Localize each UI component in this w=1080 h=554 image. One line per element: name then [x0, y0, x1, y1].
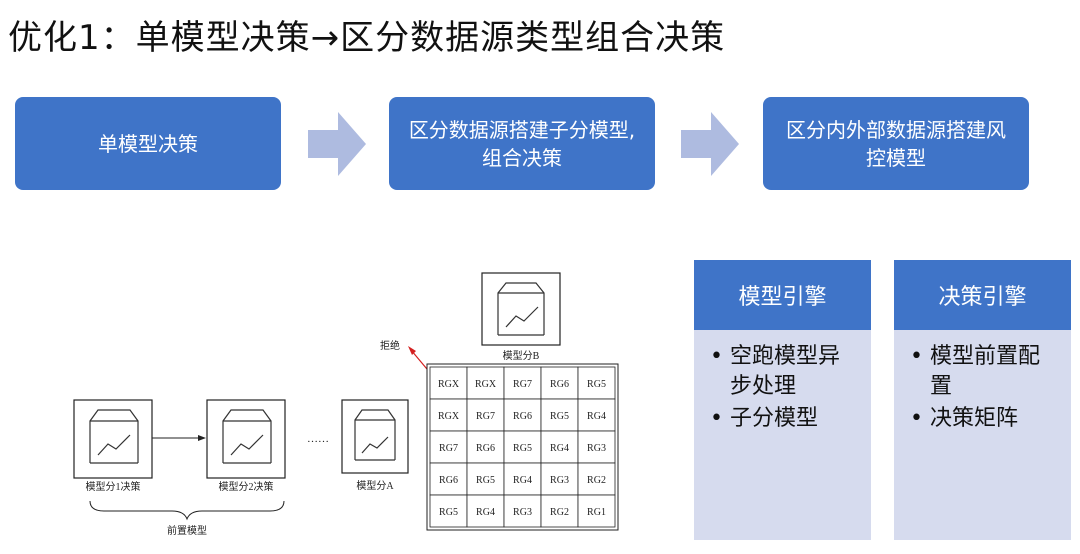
engine-item: 决策矩阵	[908, 404, 1057, 434]
model-box-a: 模型分A	[341, 399, 409, 492]
engine-title-model: 模型引擎	[738, 285, 827, 310]
flow-box-line: 控模型	[866, 145, 926, 170]
matrix-cell-label: RG6	[513, 411, 532, 422]
matrix-cell	[429, 366, 468, 400]
flow-box-line: 组合决策	[481, 145, 562, 170]
matrix-cell-label: RG4	[550, 443, 569, 454]
engine-item: 模型前置配置	[908, 342, 1057, 402]
matrix-cell	[577, 398, 616, 432]
matrix-cell-label: RG6	[439, 475, 458, 486]
engine-body-decision: 模型前置配置 决策矩阵	[894, 330, 1071, 540]
flow-box-line: 区分数据源搭建子分模型,	[408, 117, 636, 142]
matrix-cell-label: RG5	[513, 443, 532, 454]
engine-item: 子分模型	[708, 404, 857, 434]
matrix-cell-label: RGX	[438, 411, 460, 422]
model-box-1: 模型分1决策	[73, 399, 153, 493]
matrix-cell	[429, 398, 468, 432]
matrix-cell	[577, 494, 616, 528]
matrix-cell-label: RG4	[587, 411, 606, 422]
matrix-cell-label: RG2	[550, 507, 569, 518]
matrix-cell	[503, 398, 542, 432]
matrix-cell-label: RG5	[439, 507, 458, 518]
model-icon	[89, 409, 139, 464]
matrix-cell-label: RG6	[476, 443, 495, 454]
flow-arrow-2-icon	[681, 112, 739, 176]
model-b-label: 模型分B	[503, 349, 540, 362]
reject-label: 拒绝	[380, 339, 400, 352]
matrix-cell	[540, 430, 579, 464]
matrix-cell-label: RG4	[476, 507, 495, 518]
matrix-cell	[540, 398, 579, 432]
matrix-cell	[540, 462, 579, 496]
matrix-cell-label: RG6	[550, 379, 569, 390]
matrix-cell	[466, 494, 505, 528]
matrix-cell-label: RG3	[587, 443, 606, 454]
pre-models-brace	[89, 500, 285, 521]
flow-arrow-1-icon	[308, 112, 366, 176]
flow-box-line: 区分内外部数据源搭建风	[786, 117, 1006, 142]
matrix-cell-label: RG4	[513, 475, 532, 486]
page-title: 优化1：单模型决策→区分数据源类型组合决策	[8, 18, 726, 58]
matrix-cell-label: RG7	[439, 443, 458, 454]
pre-models-label: 前置模型	[167, 524, 207, 537]
model-2-label: 模型分2决策	[219, 480, 274, 493]
matrix-cell-label: RG3	[550, 475, 569, 486]
flow-box-line: 单模型决策	[98, 131, 198, 156]
reject-arrowhead	[408, 346, 416, 355]
matrix-cell-label: RG1	[587, 507, 606, 518]
matrix-cell-label: RGX	[475, 379, 497, 390]
matrix-cell-label: RG5	[587, 379, 606, 390]
engine-item: 空跑模型异步处理	[708, 342, 857, 402]
model-box-b: 模型分B	[481, 272, 561, 362]
matrix-cell	[577, 462, 616, 496]
model-1-label: 模型分1决策	[86, 480, 141, 493]
decision-diagram: 模型分1决策 模型分2决策 …… 模型分A 前置模型	[73, 272, 619, 537]
ellipsis: ……	[307, 433, 329, 445]
matrix-cell	[540, 494, 579, 528]
model-icon	[222, 409, 272, 464]
matrix-cell	[577, 430, 616, 464]
matrix-cell	[466, 366, 505, 400]
matrix-cell-label: RG5	[476, 475, 495, 486]
matrix-cell	[503, 366, 542, 400]
model-icon	[354, 409, 396, 461]
matrix-cell	[466, 462, 505, 496]
engine-title-decision: 决策引擎	[938, 285, 1027, 310]
matrix-cell-label: RG3	[513, 507, 532, 518]
matrix-cell	[466, 398, 505, 432]
model-icon	[497, 282, 545, 336]
matrix-cell-label: RG7	[513, 379, 532, 390]
engine-header-decision: 决策引擎	[894, 260, 1071, 330]
matrix-cell	[503, 494, 542, 528]
model-a-label: 模型分A	[356, 479, 394, 492]
matrix-cell	[503, 430, 542, 464]
flow-box-sub-models: 区分数据源搭建子分模型, 组合决策	[389, 97, 655, 190]
model-box-2: 模型分2决策	[206, 399, 286, 493]
matrix-cell-label: RG7	[476, 411, 495, 422]
matrix-cell-label: RGX	[438, 379, 460, 390]
matrix-cell	[540, 366, 579, 400]
engine-body-model: 空跑模型异步处理 子分模型	[694, 330, 871, 540]
engine-header-model: 模型引擎	[694, 260, 871, 330]
matrix-cell-label: RG2	[587, 475, 606, 486]
matrix-cell-label: RG5	[550, 411, 569, 422]
flow-box-single-model: 单模型决策	[15, 97, 281, 190]
flow-box-risk-models: 区分内外部数据源搭建风 控模型	[763, 97, 1029, 190]
